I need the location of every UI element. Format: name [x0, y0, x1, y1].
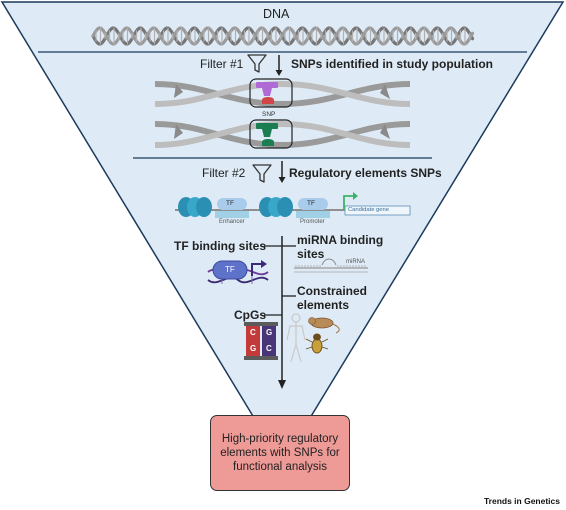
tf-label-enhancer: TF — [226, 200, 234, 207]
mouse-icon — [308, 317, 340, 334]
snp-chromosome-top — [154, 78, 411, 108]
tf-binding-label: TF binding sites — [174, 239, 266, 253]
funnel-triangle — [0, 1, 565, 466]
filter1-arrow — [275, 70, 283, 76]
constrained-elements-label: Constrained elements — [297, 284, 368, 313]
tf-label-promoter: TF — [307, 200, 315, 207]
mirna-binding-icon — [294, 258, 368, 273]
cpg-letter: G — [266, 328, 273, 337]
journal-brand: Trends in Genetics — [483, 496, 560, 506]
filter2-label: Filter #2 — [202, 166, 246, 180]
insect-icon — [305, 333, 329, 354]
filter2-description: Regulatory elements SNPs — [289, 166, 442, 180]
filter1-label: Filter #1 — [200, 57, 244, 71]
candidate-gene-label: Candidate gene — [348, 207, 389, 213]
output-box: High-priority regulatory elements with S… — [210, 415, 350, 491]
snp-label: SNP — [262, 111, 276, 118]
mirna-label: miRNA — [346, 259, 365, 265]
enhancer-label: Enhancer — [219, 219, 245, 225]
cpg-icon — [244, 322, 278, 360]
cpg-letter: C — [266, 344, 272, 353]
cpg-letter: G — [250, 344, 257, 353]
regulatory-diagram — [175, 192, 411, 218]
cpg-letter: C — [250, 328, 256, 337]
mutation-purple-block — [256, 82, 278, 88]
dna-label: DNA — [263, 7, 290, 21]
output-arrow — [278, 380, 286, 389]
dna-helix-icon — [91, 26, 475, 46]
candidate-gene-box — [344, 205, 411, 216]
funnel-icon — [247, 54, 267, 73]
funnel-icon — [252, 164, 272, 183]
human-figure-icon — [286, 313, 306, 363]
filter2-arrow — [278, 177, 286, 183]
tf-badge-label: TF — [225, 265, 235, 274]
filter1-description: SNPs identified in study population — [291, 57, 494, 71]
mutation-green-block — [256, 123, 278, 129]
tf-blob — [217, 198, 247, 210]
snp-chromosome-bottom — [154, 119, 411, 149]
tf-blob — [298, 198, 328, 210]
transcription-start-arrow — [343, 195, 354, 210]
tf-binding-icon — [207, 260, 269, 284]
cpgs-label: CpGs — [234, 308, 267, 322]
promoter-label: Promoter — [300, 219, 325, 225]
mirna-binding-label: miRNA binding sites — [297, 233, 384, 262]
